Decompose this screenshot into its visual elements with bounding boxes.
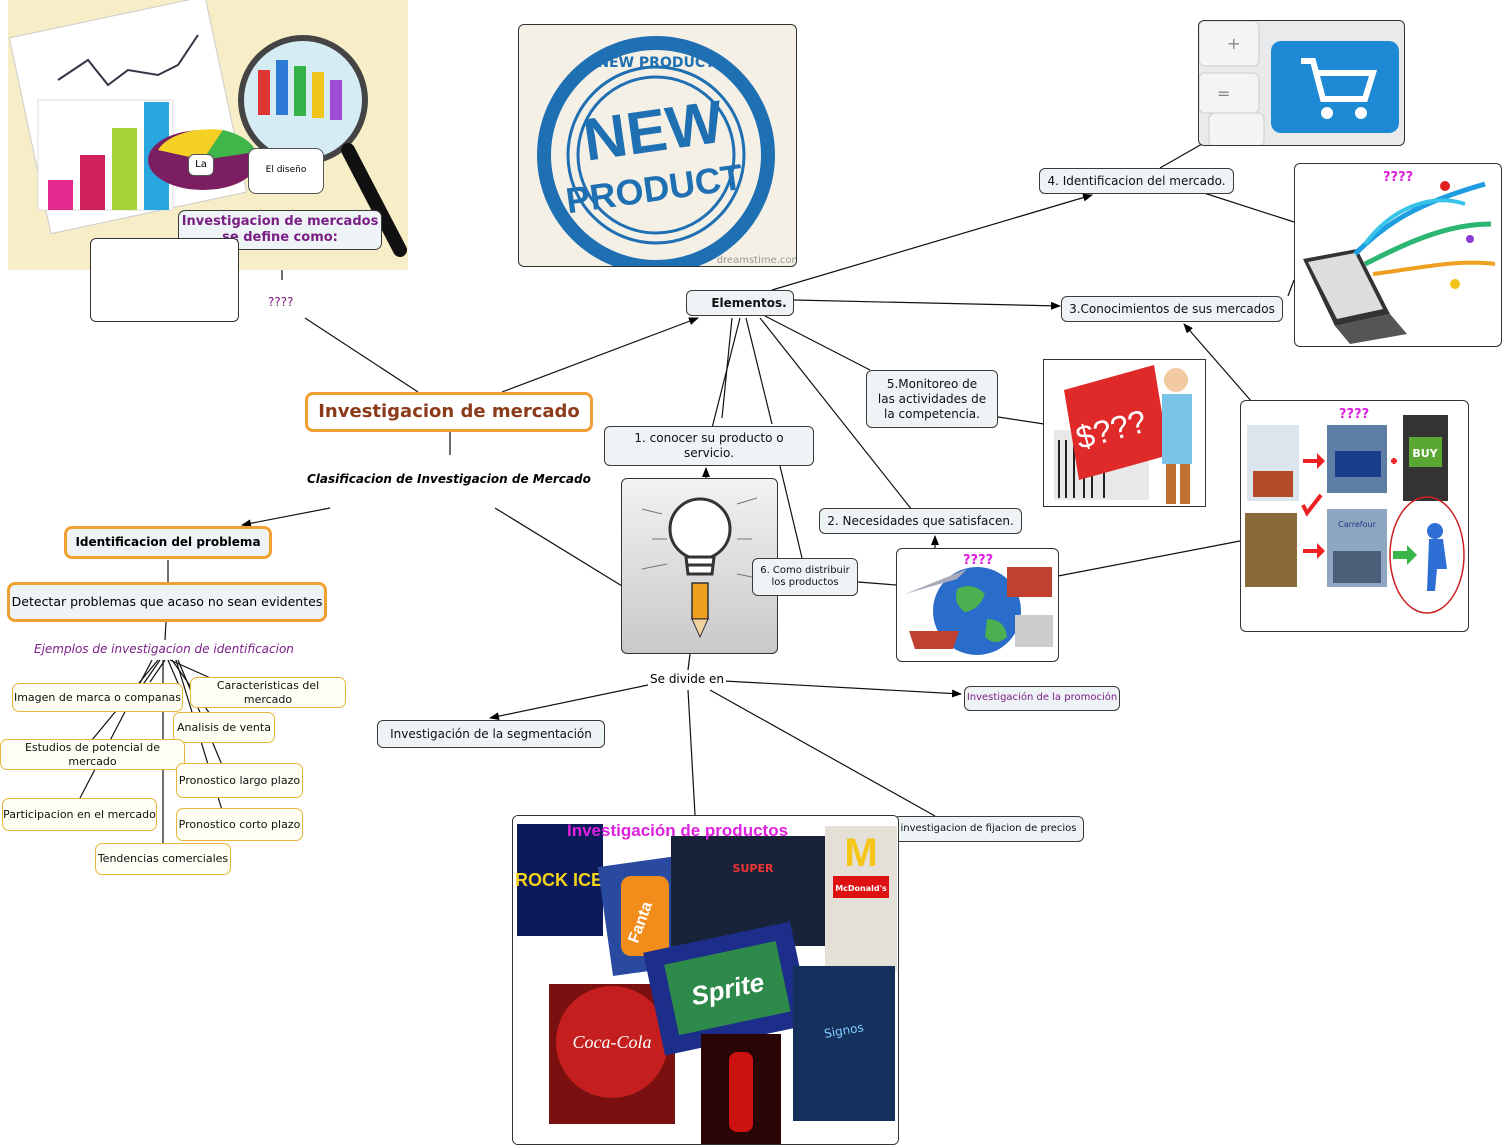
detect-problems-label: Detectar problemas que acaso no sean evi…: [11, 594, 323, 610]
stamp-top-text: NEW PRODUCT: [597, 55, 715, 71]
keyboard-cart-image: + =: [1198, 20, 1405, 146]
example-market-share-label: Participacion en el mercado: [3, 807, 156, 821]
globe-logistics-image: ????: [896, 548, 1059, 662]
element-2-label: 2. Necesidades que satisfacen.: [827, 513, 1014, 528]
promotion-node[interactable]: Investigación de la promoción: [964, 686, 1120, 711]
example-short-term-forecast[interactable]: Pronostico corto plazo: [176, 808, 303, 841]
promotion-label: Investigación de la promoción: [966, 692, 1118, 704]
bubble-la: La: [188, 154, 214, 176]
detect-problems-node[interactable]: Detectar problemas que acaso no sean evi…: [7, 582, 327, 622]
element-1-node[interactable]: 1. conocer su producto o servicio.: [604, 426, 814, 466]
charts-illustration: [8, 0, 407, 257]
divides-label: Se divide en: [648, 672, 727, 686]
example-market-potential-label: Estudios de potencial de mercado: [24, 740, 161, 768]
carrefour-sign: Carrefour: [1338, 520, 1376, 529]
element-6-node[interactable]: 6. Como distribuir los productos: [752, 558, 858, 596]
definition-unknown: ????: [268, 295, 294, 309]
pricing-label: investigacion de fijacion de precios: [900, 822, 1077, 834]
globe-question: ????: [963, 553, 994, 568]
example-short-term-forecast-label: Pronostico corto plazo: [178, 817, 301, 831]
keyboard-graphic: + =: [1199, 21, 1399, 145]
brand-signos: Signos: [823, 1020, 865, 1041]
example-market-characteristics[interactable]: Caracteristicas del mercado: [190, 677, 346, 708]
products-title: Investigación de productos: [567, 821, 789, 840]
elements-node[interactable]: Elementos.: [686, 290, 794, 316]
element-3-node[interactable]: 3.Conocimientos de sus mercados: [1061, 296, 1283, 322]
brand-mcdonalds: McDonald's: [835, 884, 887, 893]
element-5-node[interactable]: 5.Monitoreo de las actividades de la com…: [866, 370, 998, 428]
product-brands-collage: ROCK ICE Fanta SUPER M McDonald's Coca-C…: [512, 815, 899, 1145]
problem-identification-title: Identificacion del problema: [75, 535, 261, 549]
lightbulb-image: [621, 478, 778, 654]
example-long-term-forecast-label: Pronostico largo plazo: [178, 773, 301, 787]
example-long-term-forecast[interactable]: Pronostico largo plazo: [176, 763, 303, 798]
example-market-characteristics-label: Caracteristicas del mercado: [216, 678, 320, 706]
brand-rock-ice: ROCK ICE: [515, 870, 603, 890]
classification-label: Clasificacion de Investigacion de Mercad…: [307, 472, 591, 486]
laptop-graphic: [1303, 181, 1496, 344]
svg-text:M: M: [844, 831, 877, 875]
pricing-node[interactable]: investigacion de fijacion de precios: [893, 816, 1084, 842]
example-sales-analysis-label: Analisis de venta: [177, 720, 271, 734]
key-equals: =: [1217, 84, 1230, 103]
element-3-label: 3.Conocimientos de sus mercados: [1069, 301, 1275, 316]
new-product-stamp-image: NEW PRODUCT NEW PRODUCT dreamstime.com: [518, 24, 797, 267]
element-5-label: 5.Monitoreo de las actividades de la com…: [877, 376, 987, 421]
element-6-label: 6. Como distribuir los productos: [760, 564, 850, 589]
price-tag-image: $???: [1043, 359, 1206, 507]
element-2-node[interactable]: 2. Necesidades que satisfacen.: [819, 508, 1022, 534]
problem-identification-node[interactable]: Identificacion del problema: [64, 526, 272, 559]
brand-coca-cola: Coca-Cola: [573, 1032, 652, 1052]
element-4-node[interactable]: 4. Identificacion del mercado.: [1039, 168, 1234, 194]
examples-label: Ejemplos de investigacion de identificac…: [34, 642, 294, 656]
example-market-share[interactable]: Participacion en el mercado: [2, 798, 157, 831]
elements-title: Elementos.: [711, 295, 787, 310]
central-topic[interactable]: Investigacion de mercado: [305, 392, 593, 432]
supply-chain-image: ???? BUY Carrefour: [1240, 400, 1469, 632]
lightbulb-graphic: [641, 497, 763, 639]
segmentation-node[interactable]: Investigación de la segmentación: [377, 720, 605, 748]
element-4-label: 4. Identificacion del mercado.: [1047, 173, 1226, 188]
example-brand-image[interactable]: Imagen de marca o companas: [12, 683, 183, 712]
example-commercial-trends[interactable]: Tendencias comerciales: [95, 843, 231, 875]
bubble-el-diseno: El diseño: [248, 148, 324, 194]
buy-key-text: BUY: [1412, 447, 1438, 460]
element-1-label: 1. conocer su producto o servicio.: [634, 431, 784, 460]
stamp-graphic: NEW PRODUCT NEW PRODUCT dreamstime.com: [537, 36, 797, 266]
globe-graphic: [905, 567, 1053, 655]
definition-empty-box[interactable]: [90, 238, 239, 322]
example-commercial-trends-label: Tendencias comerciales: [97, 852, 229, 866]
definition-title: Investigacion de mercados se define como…: [181, 213, 379, 245]
key-plus: +: [1227, 34, 1240, 53]
central-topic-title: Investigacion de mercado: [318, 400, 580, 422]
laptop-question: ????: [1383, 170, 1414, 185]
supply-chain-question: ????: [1339, 407, 1370, 422]
brand-super: SUPER: [733, 862, 774, 875]
example-brand-image-label: Imagen de marca o companas: [13, 690, 182, 704]
example-market-potential[interactable]: Estudios de potencial de mercado: [0, 739, 185, 770]
laptop-image: ????: [1294, 163, 1502, 347]
brands-collage-graphic: ROCK ICE Fanta SUPER M McDonald's Coca-C…: [513, 816, 898, 1144]
segmentation-label: Investigación de la segmentación: [390, 726, 592, 741]
supply-chain-graphic: BUY Carrefour: [1245, 415, 1465, 614]
price-tag-graphic: $???: [1054, 365, 1192, 504]
stamp-credit: dreamstime.com: [717, 255, 797, 266]
example-sales-analysis[interactable]: Analisis de venta: [173, 712, 275, 743]
